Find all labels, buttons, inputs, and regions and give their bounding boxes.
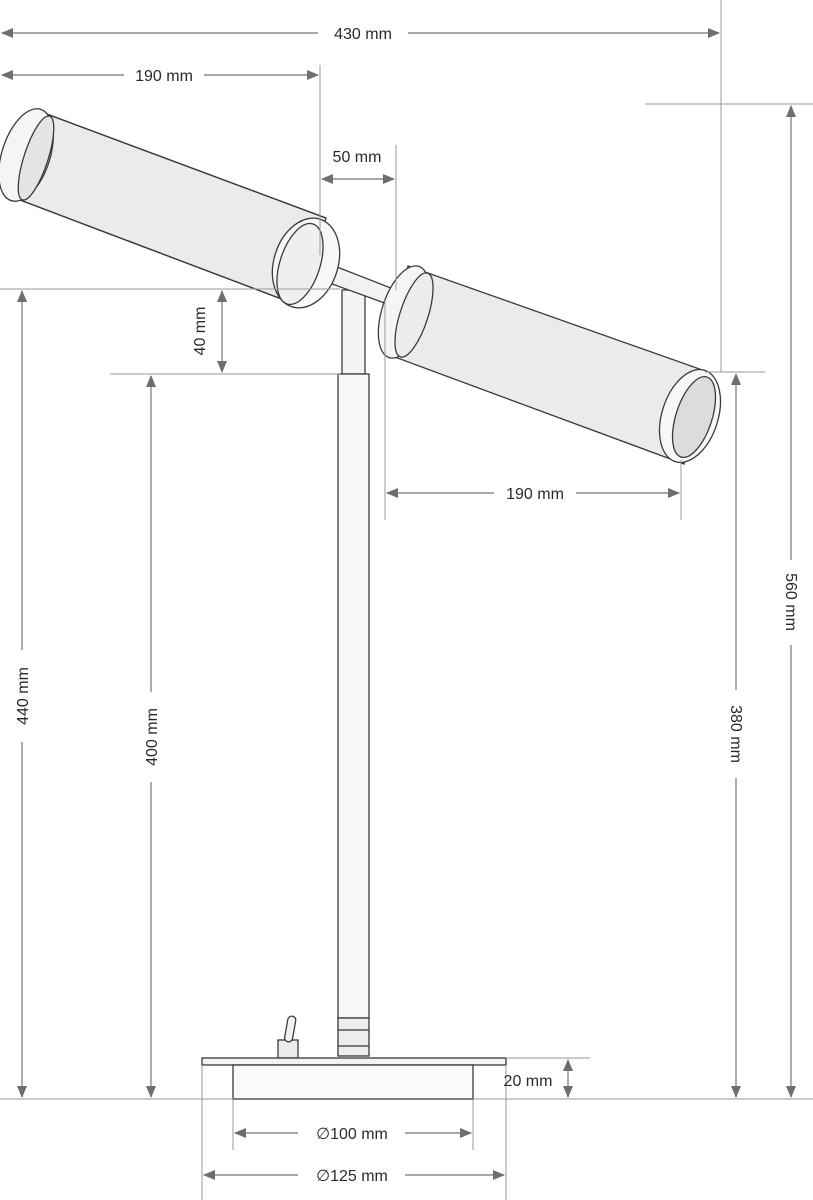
overall-height-label: 560 mm [782,573,799,631]
right-shade [377,265,722,465]
pole [337,289,370,1057]
dimension-base-outer-diameter: ∅125 mm [203,1168,505,1185]
pole-height-label: 400 mm [144,708,161,766]
arm-offset-label: 50 mm [333,149,382,166]
dimension-pole-height: 400 mm [144,375,161,1098]
right-shade-length-label: 190 mm [506,486,564,503]
dimension-overall-width: 430 mm [1,26,720,43]
dimension-arm-offset: 50 mm [321,149,395,184]
dimension-height-to-arm: 440 mm [15,290,32,1098]
dimension-base-thickness: 20 mm [504,1059,573,1098]
switch [277,1015,299,1059]
dimension-arm-drop: 40 mm [192,290,227,373]
dimension-right-shade-length: 190 mm [386,486,680,503]
left-shade [0,108,341,309]
base-thickness-label: 20 mm [504,1073,553,1090]
dimension-left-shade-length: 190 mm [1,68,319,85]
base [201,1057,507,1100]
base-outer-diameter-label: ∅125 mm [316,1168,388,1185]
arm-drop-label: 40 mm [192,307,209,356]
right-shade-low-height-label: 380 mm [727,705,744,763]
dimension-overall-height: 560 mm [782,105,799,1098]
dimension-base-inner-diameter: ∅100 mm [234,1126,472,1143]
overall-width-label: 430 mm [334,26,392,43]
base-inner-diameter-label: ∅100 mm [316,1126,388,1143]
height-to-arm-label: 440 mm [15,667,32,725]
dimension-right-shade-low-height: 380 mm [727,373,744,1098]
left-shade-length-label: 190 mm [135,68,193,85]
lamp [0,108,722,1100]
